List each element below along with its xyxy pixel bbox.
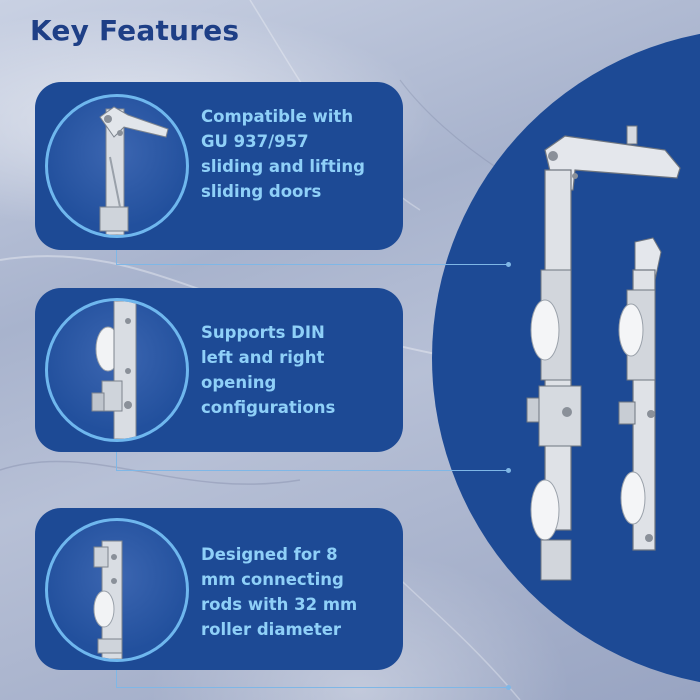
connector-dot-3	[506, 685, 511, 690]
product-photo	[515, 120, 695, 590]
feature-card-din: Supports DIN left and right opening conf…	[35, 288, 403, 452]
feature-card-compatibility: Compatible with GU 937/957 sliding and l…	[35, 82, 403, 250]
roller-carriage-icon	[45, 298, 189, 442]
feature-line: configurations	[201, 398, 336, 417]
feature-line: Compatible with	[201, 107, 354, 126]
feature-line: roller diameter	[201, 620, 342, 639]
feature-card-rods: Designed for 8 mm connecting rods with 3…	[35, 508, 403, 670]
connecting-rod-icon	[45, 518, 189, 662]
feature-line: sliding doors	[201, 182, 322, 201]
feature-line: rods with 32 mm	[201, 595, 358, 614]
feature-line: left and right	[201, 348, 325, 367]
feature-text-din: Supports DIN left and right opening conf…	[201, 320, 335, 420]
feature-line: sliding and lifting	[201, 157, 365, 176]
feature-line: opening	[201, 373, 277, 392]
feature-text-rods: Designed for 8 mm connecting rods with 3…	[201, 542, 357, 642]
connector-dot-1	[506, 262, 511, 267]
feature-line: Designed for 8	[201, 545, 338, 564]
connector-line-2	[116, 440, 509, 471]
feature-line: mm connecting	[201, 570, 344, 589]
feature-text-compatibility: Compatible with GU 937/957 sliding and l…	[201, 104, 365, 204]
feature-line: GU 937/957	[201, 132, 309, 151]
page-title: Key Features	[30, 14, 240, 47]
glazing-hardware-top-icon	[45, 94, 189, 238]
connector-dot-2	[506, 468, 511, 473]
feature-line: Supports DIN	[201, 323, 325, 342]
